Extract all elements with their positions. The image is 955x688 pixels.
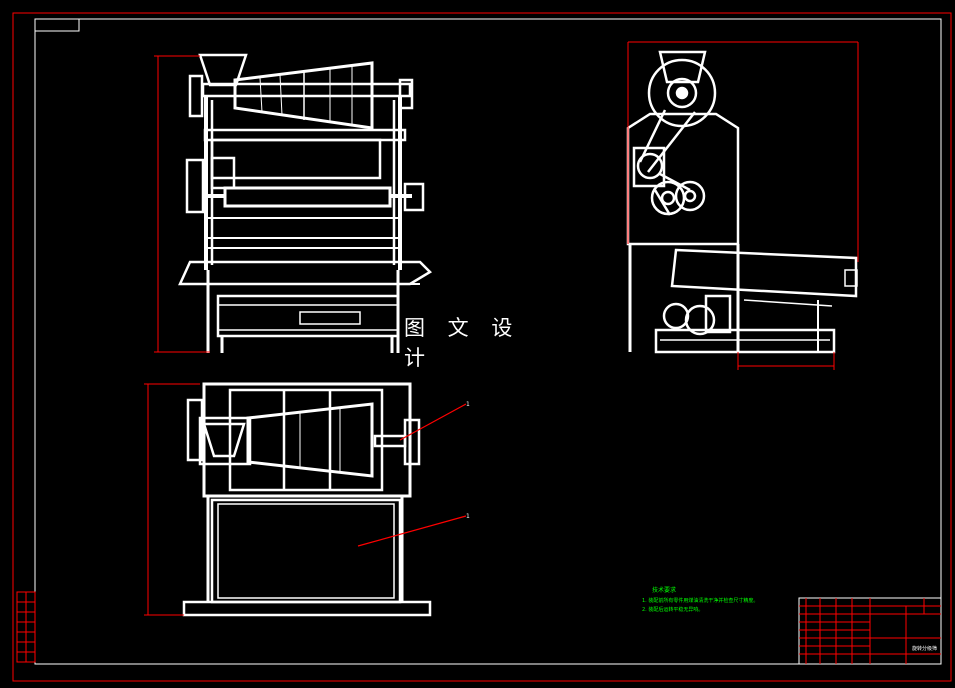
side-view-dimension: [627, 41, 859, 370]
tech-requirements-title: 技术要求: [652, 586, 676, 594]
front-view: [178, 53, 433, 353]
front-view-dimension: [154, 55, 210, 353]
top-view: [182, 382, 432, 617]
side-view: [626, 50, 858, 354]
leader-label-1: 1: [466, 401, 470, 408]
tech-requirement-2: 2. 装配后运转平稳无异响。: [642, 606, 703, 613]
sheet-border: [12, 12, 952, 682]
top-view-dimension: [144, 383, 200, 616]
leader-lines: [357, 403, 467, 547]
leader-label-2: 1: [466, 513, 470, 520]
title-block: [798, 597, 942, 665]
watermark: 图 文 设 计: [404, 316, 556, 370]
tech-requirement-1: 1. 装配前所有零件用煤油清洗干净并检查尺寸精度。: [642, 597, 758, 604]
title-block-title: 旋转分级筛: [912, 645, 937, 652]
